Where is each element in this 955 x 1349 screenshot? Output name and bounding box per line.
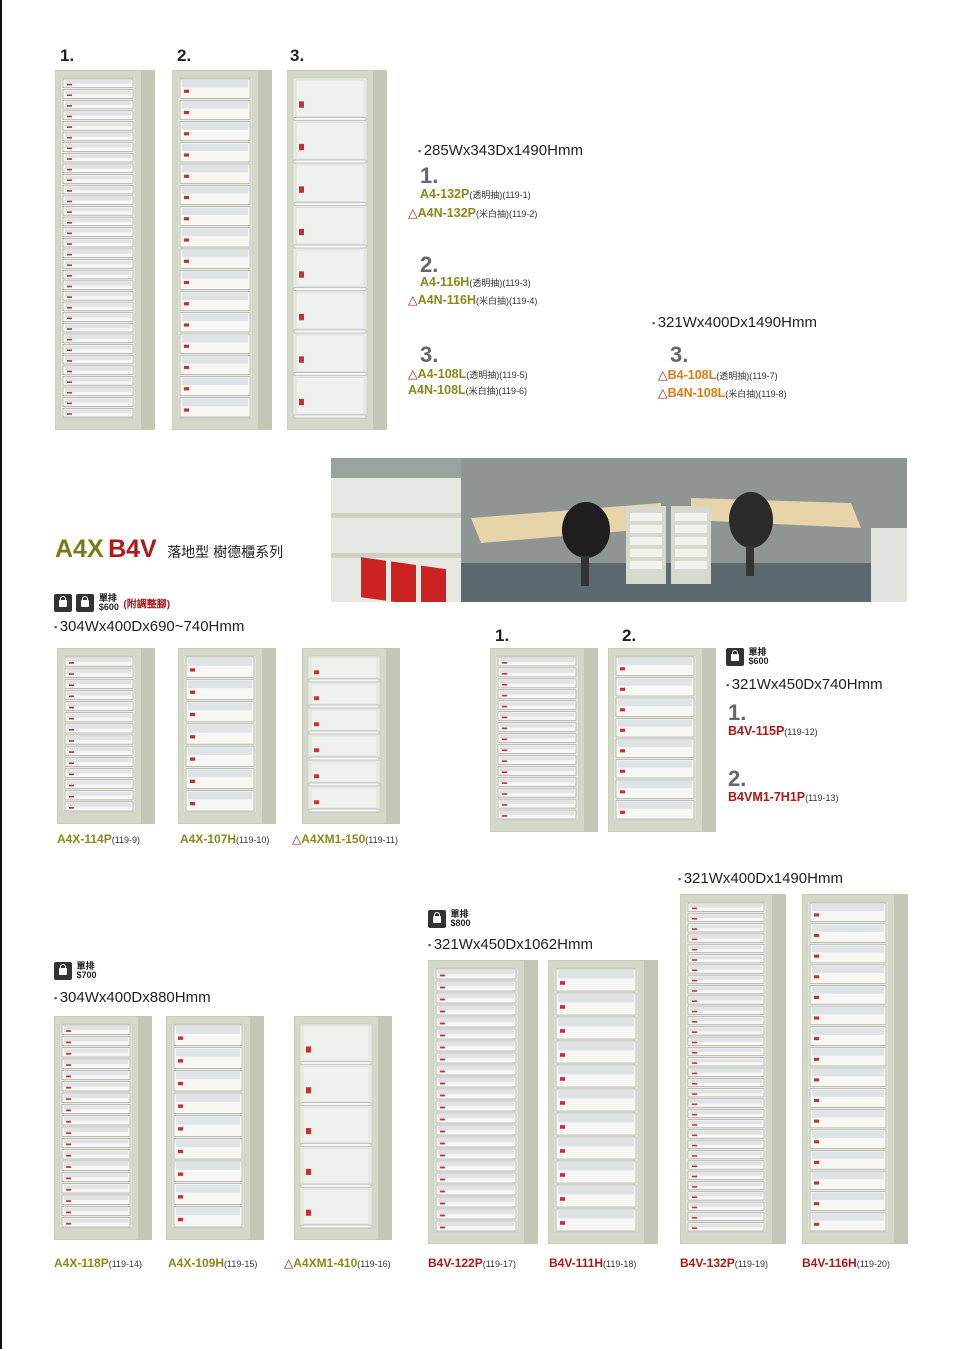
mid-item-2-num: 2. [728,766,747,791]
cabinet-b4v-115p [490,648,598,832]
top-label-1: 1. [60,46,75,65]
dim-a4-floor: 285Wx343Dx1490Hmm [418,142,583,159]
dim-b4-floor: 321Wx400Dx1490Hmm [652,314,817,331]
model-b4vm1-7h1p: B4VM1-7H1P(119-13) [728,790,839,804]
caption-a4xm1-410: △A4XM1-410(119-16) [284,1256,391,1270]
caption-b4v-122p: B4V-122P(119-17) [428,1256,517,1270]
mid-right-label-2: 2. [622,626,637,645]
group-2-num: 2. [420,252,439,277]
top-label-2: 2. [177,46,192,65]
badge-mid-right: 單排$600 [726,648,768,666]
group-3-num: 3. [420,342,439,367]
cabinet-b4v-132p [680,894,786,1244]
cabinet-b4v-116h [802,894,908,1244]
group-b4-num: 3. [670,342,689,367]
model-a4n-108l: A4N-108L(米白抽)(119-6) [408,383,528,397]
page-edge-bar [0,0,2,1349]
lock-icon [54,962,72,980]
model-a4-132p: A4-132P(透明抽)(119-1) [420,187,531,201]
model-b4v-115p: B4V-115P(119-12) [728,724,818,738]
top-label-3: 3. [290,46,305,65]
cabinet-a4xm1-150 [302,648,400,824]
cabinet-a4-116h [172,70,272,430]
dim-bottom-b: 321Wx450Dx1062Hmm [428,936,593,953]
office-photo [331,458,907,602]
cabinet-a4-108l [287,70,387,430]
badge-bottom-a: 單排$700 [54,962,96,980]
model-b4n-108l: △B4N-108L(米白抽)(119-8) [658,386,787,400]
cabinet-a4x-109h [166,1016,264,1240]
caption-a4x-107h: A4X-107H(119-10) [180,832,270,846]
model-a4-108l: △A4-108L(透明抽)(119-5) [408,367,528,381]
caption-a4x-109h: A4X-109H(119-15) [168,1256,258,1270]
cabinet-a4x-118p [54,1016,152,1240]
cabinet-a4xm1-410 [294,1016,392,1240]
cabinet-a4-132p [55,70,155,430]
badge-bottom-b: 單排$800 [428,910,470,928]
dim-bottom-c: 321Wx400Dx1490Hmm [678,870,843,887]
lock-icon [726,648,744,666]
caption-b4v-116h: B4V-116H(119-20) [802,1256,891,1270]
cabinet-b4v-122p [428,960,538,1244]
caption-b4v-132p: B4V-132P(119-19) [680,1256,769,1270]
caption-a4xm1-150: △A4XM1-150(119-11) [292,832,398,846]
model-a4n-132p: △A4N-132P(米白抽)(119-2) [408,206,538,220]
caption-a4x-114p: A4X-114P(119-9) [57,832,141,846]
badge-mid-left: 單排$600 (附調整腳) [54,594,170,612]
lock-icon [76,594,95,612]
series-title: A4X B4V 落地型 樹德櫃系列 [55,535,284,563]
cabinet-a4x-114p [57,648,155,824]
cabinet-b4v-111h [548,960,658,1244]
dim-mid-left: 304Wx400Dx690~740Hmm [54,618,245,635]
mid-right-label-1: 1. [495,626,510,645]
group-1-num: 1. [420,163,439,188]
model-a4-116h: A4-116H(透明抽)(119-3) [420,275,531,289]
model-a4n-116h: △A4N-116H(米白抽)(119-4) [408,293,538,307]
caption-a4x-118p: A4X-118P(119-14) [54,1256,143,1270]
cabinet-a4x-107h [178,648,276,824]
cabinet-b4vm1-7h1p [608,648,716,832]
dim-mid-right: 321Wx450Dx740Hmm [726,676,883,693]
caption-b4v-111h: B4V-111H(119-18) [549,1256,637,1270]
adjustable-foot-icon [54,594,72,612]
lock-icon [428,910,446,928]
dim-bottom-a: 304Wx400Dx880Hmm [54,989,211,1006]
badge-note: (附調整腳) [123,599,171,611]
model-b4-108l: △B4-108L(透明抽)(119-7) [658,368,778,382]
mid-item-1-num: 1. [728,700,747,725]
